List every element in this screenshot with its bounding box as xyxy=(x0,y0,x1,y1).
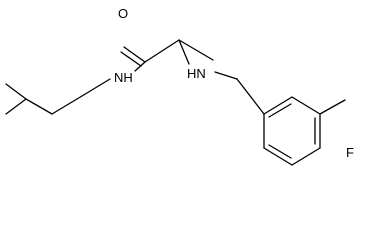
bond-chain-1 xyxy=(25,98,53,115)
bond-methyl-a xyxy=(5,83,27,100)
amide-nh-label: NH xyxy=(114,70,133,85)
bond-carbonyl-alpha xyxy=(144,39,180,63)
bond-methyl-b xyxy=(5,98,27,115)
bond-nh-carbonyl xyxy=(134,61,146,72)
ring-double-3 xyxy=(268,144,292,159)
ring-bond-4 xyxy=(291,147,321,166)
bond-carbonyl-oxygen-1 xyxy=(123,46,146,63)
ring-bond-5 xyxy=(263,147,293,166)
ring-double-1 xyxy=(268,103,292,118)
bond-carbonyl-oxygen-2 xyxy=(120,51,142,67)
molecule-structure: O NH HN F xyxy=(5,6,354,166)
ring-bond-1 xyxy=(263,96,293,115)
molecule-diagram: O NH HN F xyxy=(5,6,354,166)
oxygen-label: O xyxy=(118,6,128,21)
bond-alpha-amine xyxy=(178,39,190,65)
fluorine-label: F xyxy=(346,145,354,160)
bond-amine-benzyl xyxy=(214,71,238,80)
bond-ring-fluorine xyxy=(319,99,346,115)
ring-bond-2 xyxy=(291,96,321,115)
bond-chain-3 xyxy=(81,78,111,97)
bond-chain-2 xyxy=(51,95,83,115)
amine-nh-label: HN xyxy=(187,66,206,81)
bond-alpha-methyl xyxy=(178,39,214,61)
bond-benzyl-ring xyxy=(236,78,265,115)
